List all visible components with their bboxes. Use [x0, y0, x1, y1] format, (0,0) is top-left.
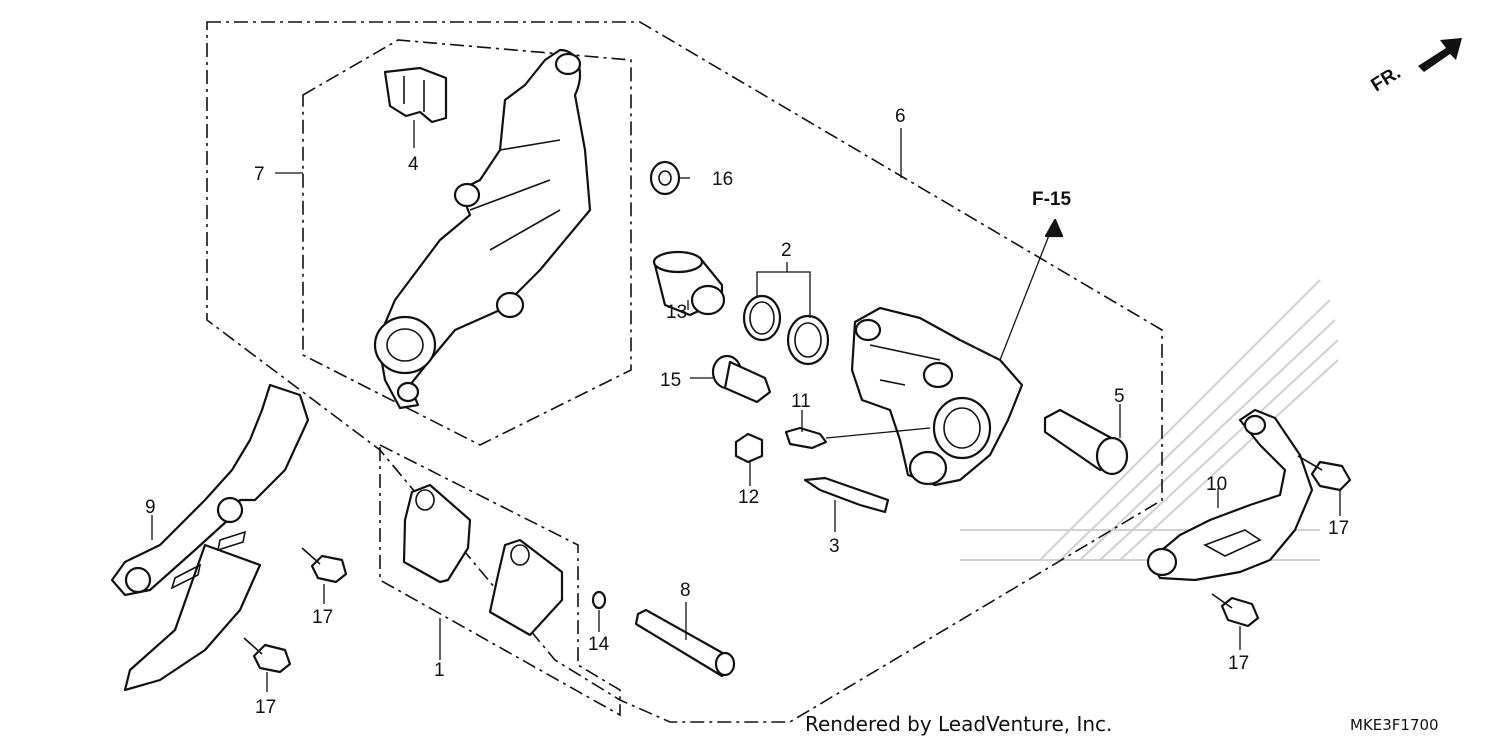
callout-15: 15 [660, 370, 681, 391]
callout-17b: 17 [1228, 653, 1249, 674]
pad-retainer-part [803, 476, 890, 514]
pin-clip-part [591, 590, 607, 610]
callout-11: 11 [791, 391, 811, 412]
callout-3: 3 [829, 536, 840, 557]
drawing-code: MKE3F1700 [1350, 716, 1439, 734]
flange-bolt-part-d [243, 637, 292, 674]
callout-2: 2 [781, 240, 792, 261]
front-direction-arrow-icon: FR. [1368, 38, 1462, 96]
piston-part [652, 250, 726, 317]
callout-7: 7 [254, 164, 265, 185]
render-credit: Rendered by LeadVenture, Inc. [805, 712, 1113, 736]
disc-guard-part [110, 383, 310, 692]
pad-pin-part [634, 608, 736, 678]
callout-12: 12 [738, 487, 759, 508]
nut-part [649, 160, 681, 196]
callout-17c: 17 [312, 607, 333, 628]
brake-pad-part [402, 483, 564, 637]
callout-4: 4 [408, 154, 419, 175]
callout-17a: 17 [1328, 518, 1349, 539]
caliper-assembly-boundary [206, 21, 1163, 723]
callout-1: 1 [434, 660, 445, 681]
pin-bolt-part [711, 354, 772, 404]
callout-6: 6 [895, 106, 906, 127]
bleeder-cap-part [734, 432, 764, 464]
pad-set-boundary [379, 443, 621, 717]
flange-bolt-part-b [1211, 593, 1260, 628]
leader-lines [151, 120, 1341, 692]
callout-10: 10 [1206, 474, 1227, 495]
caliper-guard-part [1146, 408, 1314, 582]
flange-bolt-part-c [301, 547, 348, 584]
caliper-bracket-part [373, 48, 592, 410]
callout-5: 5 [1114, 386, 1125, 407]
bracket-group-boundary [302, 39, 632, 446]
callout-13: 13 [666, 302, 687, 323]
reference-label: F-15 [1032, 189, 1072, 210]
callout-17d: 17 [255, 697, 276, 718]
caliper-pin-part [1043, 408, 1129, 476]
caliper-body-part [850, 306, 1024, 487]
bleeder-screw-part [784, 426, 828, 450]
pad-spring-part [383, 66, 448, 124]
callout-14: 14 [588, 634, 610, 655]
callout-8: 8 [680, 580, 691, 601]
front-direction-label: FR. [1368, 62, 1405, 96]
callout-9: 9 [145, 497, 156, 518]
piston-seal-set-part [742, 294, 830, 366]
callout-16: 16 [712, 169, 733, 190]
